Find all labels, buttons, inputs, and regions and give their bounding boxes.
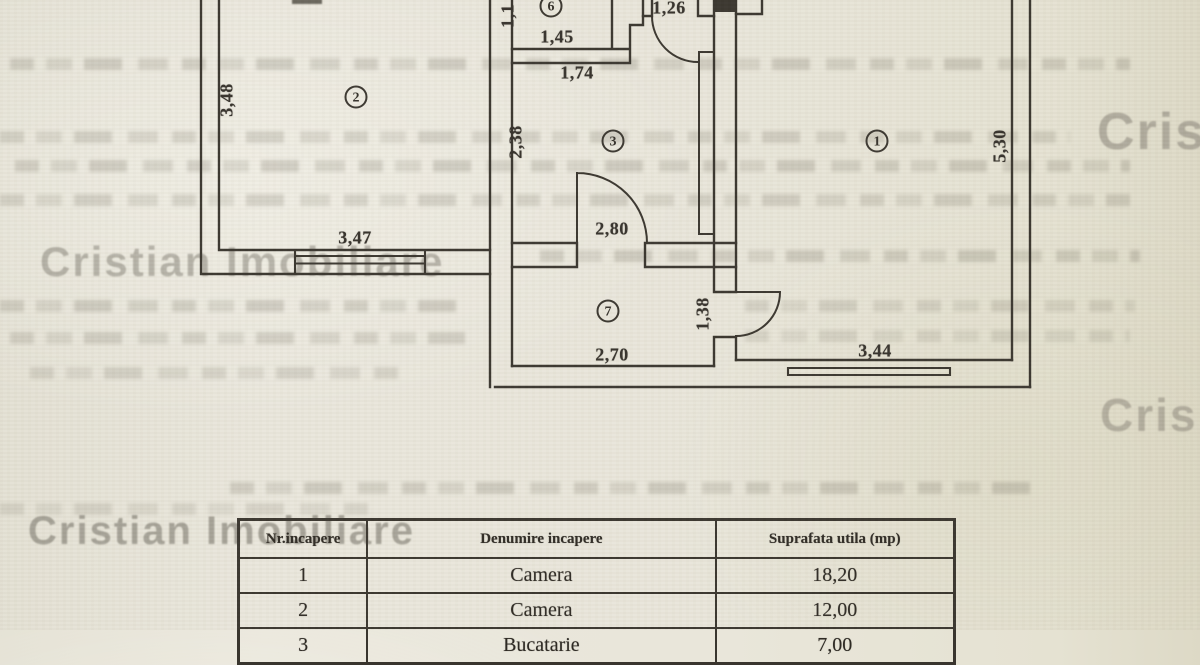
window-room1 (786, 366, 952, 377)
room-number-7: 7 (596, 299, 620, 323)
exterior-walls (199, 0, 1032, 389)
clipped-dimension-fragment (292, 0, 322, 4)
ghost-text-line (15, 160, 1130, 172)
room-number-2: 2 (344, 85, 368, 109)
wall-stub-filled (714, 0, 736, 12)
ghost-text-line (230, 482, 1030, 494)
dimension-label: 1,74 (560, 62, 594, 83)
windows (293, 248, 952, 377)
dimension-label: 5,30 (989, 129, 1010, 163)
room3-door (575, 171, 649, 245)
entry-door-arc (650, 14, 700, 64)
header-suprafata-utila: Suprafata utila (mp) (714, 518, 956, 559)
window-room2 (293, 248, 427, 276)
room1-door (734, 290, 782, 338)
table-row: 1 Camera 18,20 (237, 557, 956, 594)
header-denumire-incapere: Denumire incapere (366, 518, 717, 559)
ghost-text-line (0, 503, 380, 515)
wall-room3-bottom (510, 241, 738, 269)
dimension-label-clipped: 1,1 (497, 4, 518, 28)
dimension-label: 2,38 (505, 125, 526, 159)
dimension-label: 3,44 (858, 340, 892, 361)
cell-area: 12,00 (714, 592, 956, 629)
header-nr-incapere: Nr.incapere (237, 518, 369, 559)
duct-shaft (698, 51, 715, 235)
wall-room6 (510, 0, 645, 65)
cell-area: 18,20 (714, 557, 956, 594)
dimension-label: 1,45 (540, 26, 574, 47)
cell-name: Camera (366, 557, 717, 594)
cell-nr: 3 (237, 627, 369, 665)
dimension-label: 1,38 (692, 297, 713, 331)
cell-nr: 2 (237, 592, 369, 629)
ghost-text-line (0, 194, 1130, 206)
room-number-3: 3 (601, 129, 625, 153)
cell-name: Camera (366, 592, 717, 629)
cell-name: Bucatarie (366, 627, 717, 665)
cell-nr: 1 (237, 557, 369, 594)
ghost-text-line (30, 367, 400, 379)
ghost-text-line (0, 131, 1070, 143)
table-row: 2 Camera 12,00 (237, 592, 956, 629)
dimension-label: 3,47 (338, 227, 372, 248)
table-row-clipped: 3 Bucatarie 7,00 (237, 627, 956, 665)
table-header-row: Nr.incapere Denumire incapere Suprafata … (237, 518, 956, 559)
room-number-6: 6 (539, 0, 563, 18)
floor-plan (199, 0, 1032, 389)
dimension-label: 3,48 (216, 83, 237, 117)
cell-area: 7,00 (714, 627, 956, 665)
interior-walls (510, 0, 764, 368)
entry-jambs (641, 0, 764, 18)
dimension-label: 1,26 (652, 0, 686, 18)
ghost-text-line (0, 300, 465, 312)
ghost-text-line (745, 300, 1135, 312)
room-number-1: 1 (865, 129, 889, 153)
dimension-label: 2,80 (595, 218, 629, 239)
ghost-text-line (540, 250, 1140, 262)
doors (575, 14, 782, 338)
wall-room1-corridor (712, 0, 738, 368)
room-areas-table: Nr.incapere Denumire incapere Suprafata … (237, 518, 956, 665)
ghost-text-line (10, 332, 465, 344)
dimension-label: 2,70 (595, 344, 629, 365)
ghost-text-line (745, 330, 1130, 342)
